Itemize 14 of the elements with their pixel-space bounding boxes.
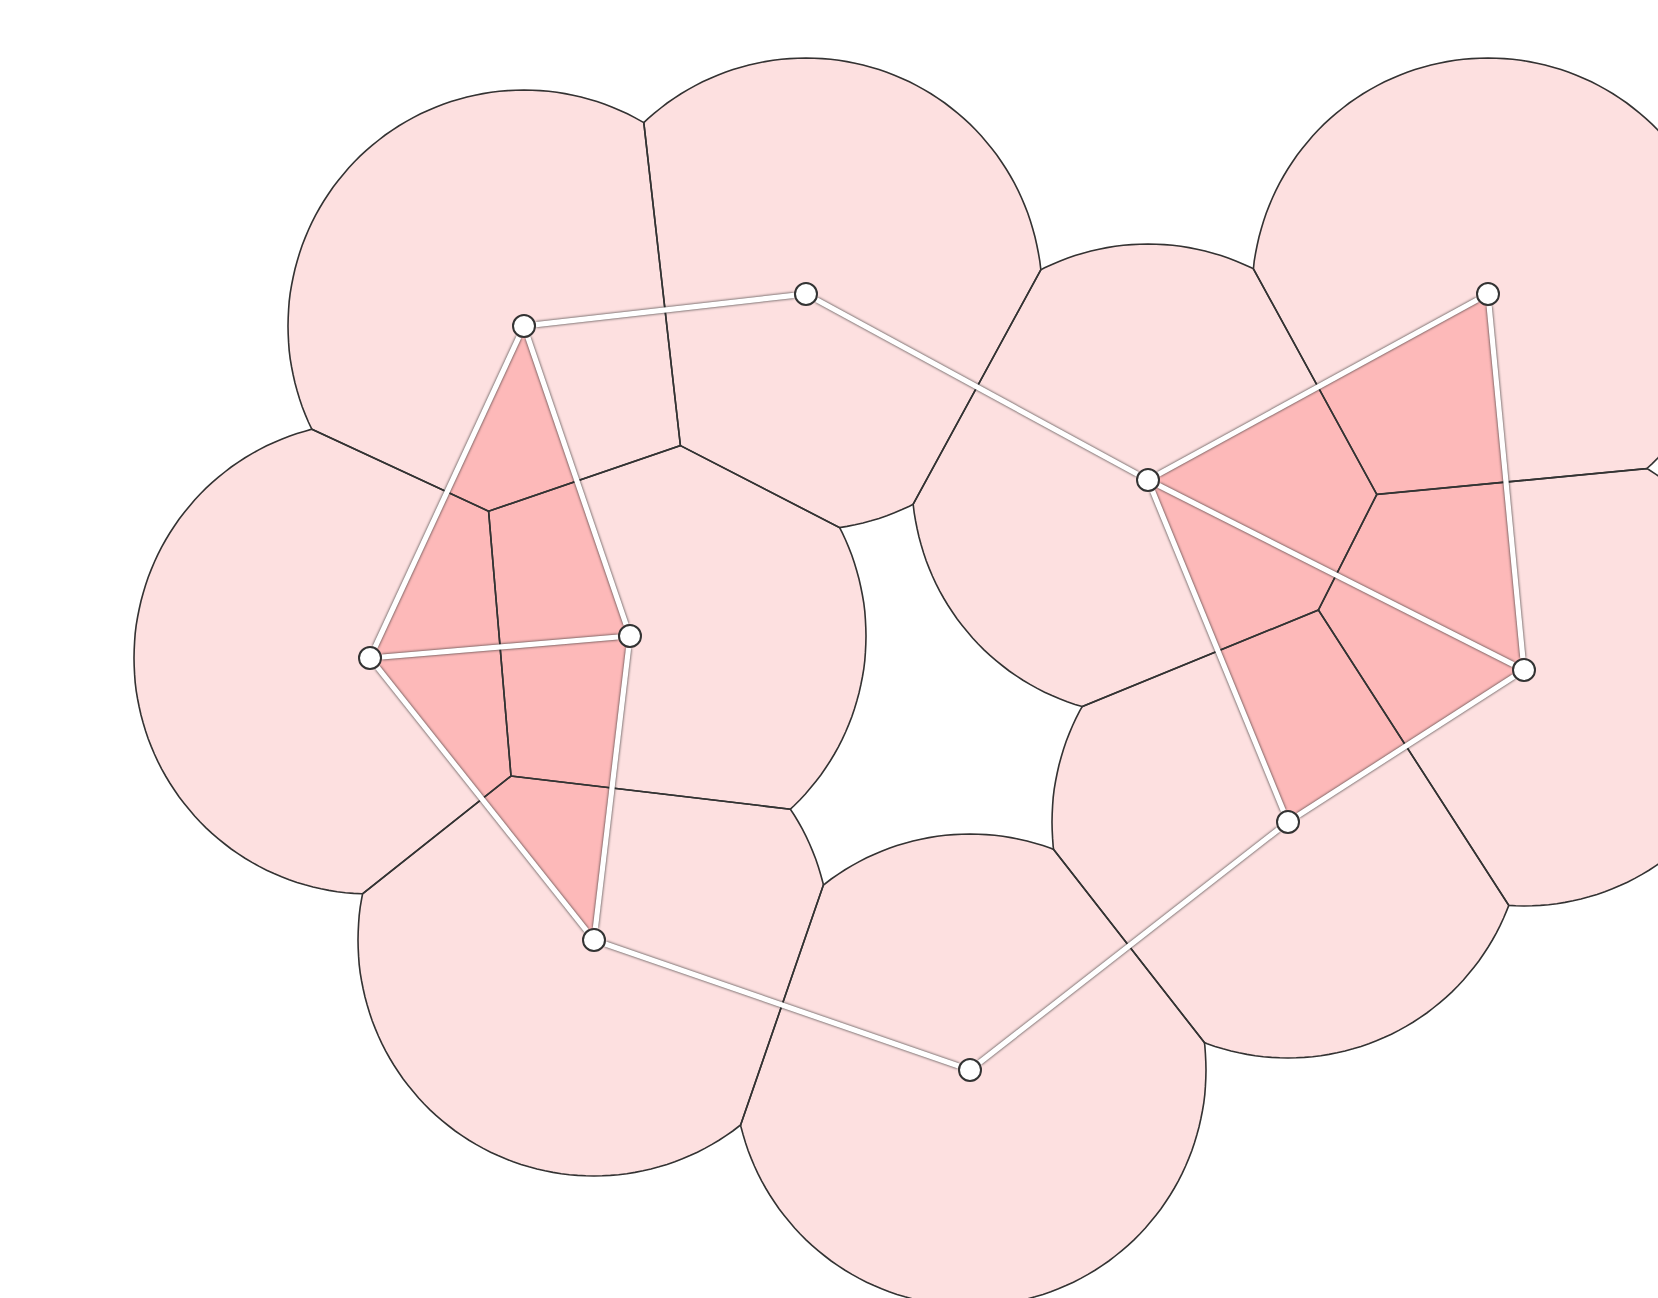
edge-line [1486, 305, 1526, 659]
edge-line [535, 292, 795, 328]
edge-line [381, 634, 619, 660]
edge-line [525, 336, 629, 626]
edge-line [815, 297, 1139, 477]
edge-line [1150, 490, 1286, 812]
edge-line [1296, 674, 1516, 818]
edge-line [1157, 483, 1515, 667]
edge-line [592, 647, 632, 929]
edge-line [977, 827, 1281, 1065]
edge-line [375, 665, 589, 933]
edge-line [1157, 297, 1479, 477]
edge-line [372, 335, 522, 649]
edge-line [604, 941, 960, 1069]
